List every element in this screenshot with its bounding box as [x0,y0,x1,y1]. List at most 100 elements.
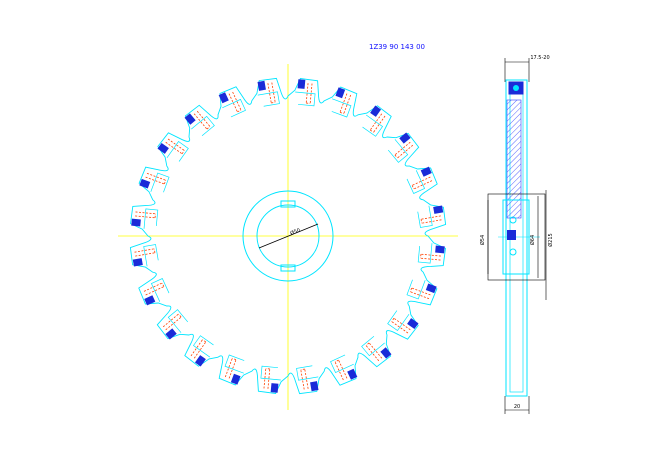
screw-pocket-dashed [193,110,211,130]
screw-pocket-dashed [228,91,242,113]
dim-top-label: 17.5-20 [530,55,549,61]
screw-pocket-dashed [369,113,386,133]
screw-pocket-dashed [334,359,348,381]
keyway-bottom [280,264,296,272]
side-hub-insert [507,230,516,240]
keyway-top [280,200,296,208]
tooth-seat-outline [191,115,215,137]
tooth-seat-outline [406,170,426,194]
screw-pocket-dashed [267,82,276,104]
insert-blade [370,105,382,117]
insert-blade [399,132,411,144]
tooth-insert [184,110,215,137]
insert-blade [257,80,266,91]
side-hub-bolt-top [509,216,517,224]
insert-blade [407,318,419,330]
tooth-seat-outline [150,172,170,193]
tooth-insert [362,105,386,137]
dim-bottom-label: 20 [514,404,520,410]
side-view: 17.5-20 Ø54 Ø64 Ø215 20 [479,55,554,414]
tooth-seat-outline [143,244,159,267]
insert-blade [425,283,437,294]
cutter-body-outline [129,77,447,395]
insert-blade [335,87,346,99]
tooth-insert [330,354,358,381]
side-hub-bolt-bottom [509,248,517,256]
tooth-seat-outline [222,98,246,118]
insert-blade [157,142,169,154]
insert-blade [165,328,177,340]
tooth-insert [295,79,316,107]
tooth-insert [406,166,433,194]
hub-outer-circle [242,190,334,282]
tooth-seat-outline [330,354,354,374]
part-number-label: 1Z39 90 143 00 [369,43,425,51]
screw-pocket-dashed [391,317,411,334]
dim-mid-label: Ø64 [529,235,536,245]
screw-pocket-dashed [135,211,156,219]
insert-blade [433,205,444,214]
insert-blade [380,347,392,359]
tooth-seat-outline [143,208,159,229]
screw-pocket-dashed [145,172,167,185]
tooth-seat-outline [406,279,426,300]
dim-left-label: Ø54 [479,235,486,245]
bore-dimension-label: Ø50 [289,227,301,237]
insert-blade [420,166,432,177]
tooth-insert [218,91,246,118]
front-view: Ø50 [118,64,458,410]
side-insert-screw [513,85,519,91]
insert-blade [144,295,156,306]
insert-blade [194,355,206,367]
tooth-insert [257,80,280,107]
screw-pocket-dashed [300,368,309,390]
tooth-insert [157,138,189,162]
tooth-seat-outline [417,243,433,264]
insert-blade [297,79,306,89]
tooth-seat-outline [150,278,170,302]
insert-blade [270,383,279,393]
tooth-seat-outline [260,365,281,381]
tooth-insert [387,310,419,334]
tooth-seat-outline [331,98,352,118]
tooth-seat-outline [295,91,316,107]
insert-blade [347,368,358,380]
side-hatch-section [506,99,522,219]
tooth-insert [417,205,444,228]
dim-right-label: Ø215 [547,233,554,246]
tooth-insert [139,172,170,193]
insert-blade [435,245,445,254]
tooth-seat-outline [387,139,409,163]
tooth-insert [260,365,281,393]
tooth-seat-outline [417,205,433,228]
side-blade-outline [505,79,528,397]
screw-pocket-dashed [339,93,352,115]
tooth-seat-outline [387,310,410,332]
tooth-insert [131,208,159,229]
insert-blade [139,178,151,189]
insert-blade [184,113,196,125]
tooth-seat-outline [224,354,245,374]
tooth-seat-outline [361,335,385,357]
insert-blade [131,218,141,227]
tooth-seat-outline [167,309,189,333]
tooth-seat-outline [166,141,189,162]
bore-dimension-line [258,223,319,249]
insert-blade [132,258,143,267]
insert-blade [310,381,319,392]
tooth-insert [190,335,214,367]
screw-pocket-dashed [411,176,433,190]
screw-pocket-dashed [190,339,207,359]
insert-blade [218,92,229,104]
tooth-seat-outline [193,335,214,358]
tooth-insert [417,243,445,264]
tooth-seat-outline [362,114,384,137]
tooth-insert [132,244,159,267]
tooth-seat-outline [257,91,280,107]
tooth-seat-outline [296,365,319,381]
insert-blade [230,373,241,385]
bore-circle [256,204,320,268]
tooth-insert [331,87,352,118]
tooth-insert [296,365,319,392]
